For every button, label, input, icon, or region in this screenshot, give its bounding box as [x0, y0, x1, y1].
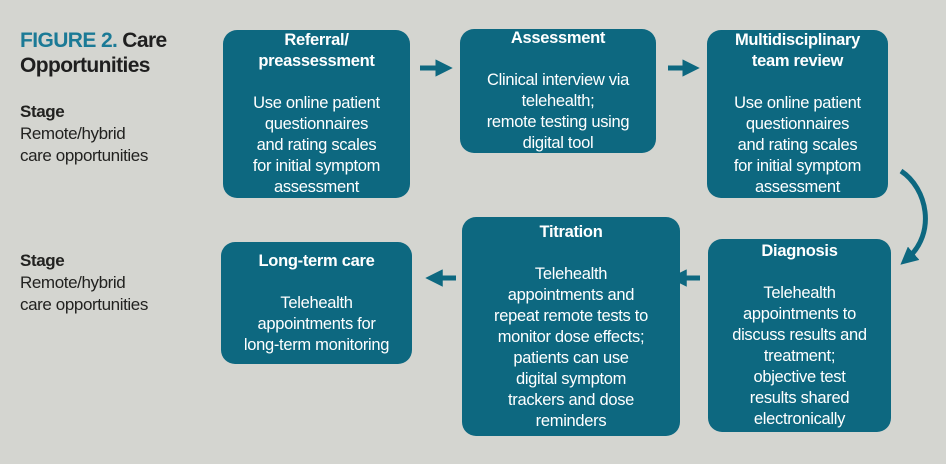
box-title: Multidisciplinary team review [734, 31, 861, 70]
curved-arrow-down-icon [899, 168, 928, 265]
stage-heading: Stage [20, 102, 65, 121]
flow-box-long-term-care: Long-term care Telehealth appointments f… [221, 242, 412, 364]
box-body: Clinical interview via telehealth; remot… [486, 71, 630, 152]
stage-description: Remote/hybrid care opportunities [20, 273, 148, 314]
box-body: Telehealth appointments to discuss resul… [732, 284, 867, 428]
stage-heading: Stage [20, 251, 65, 270]
stage-label-row2: Stage Remote/hybrid care opportunities [20, 250, 195, 316]
box-body: Use online patient questionnaires and ra… [733, 94, 862, 196]
box-title: Assessment [510, 29, 606, 47]
flow-box-titration: Titration Telehealth appointments and re… [462, 217, 680, 436]
box-title: Long-term care [258, 251, 375, 270]
box-title: Titration [539, 222, 603, 241]
box-body: Telehealth appointments and repeat remot… [494, 264, 648, 430]
box-body: Use online patient questionnaires and ra… [252, 94, 381, 196]
figure-label: FIGURE 2. [20, 29, 118, 52]
stage-description: Remote/hybrid care opportunities [20, 124, 148, 165]
stage-label-row1: Stage Remote/hybrid care opportunities [20, 101, 195, 167]
box-body: Telehealth appointments for long-term mo… [243, 293, 390, 354]
flow-box-referral-preassessment: Referral/ preassessment Use online patie… [223, 30, 410, 198]
flow-box-multidisciplinary-team-review: Multidisciplinary team review Use online… [707, 30, 888, 198]
box-title: Referral/ preassessment [258, 31, 375, 70]
flow-box-diagnosis: Diagnosis Telehealth appointments to dis… [708, 239, 891, 432]
figure-name: Care Opportunities [20, 29, 167, 77]
flow-box-assessment: Assessment Clinical interview via telehe… [460, 29, 656, 153]
figure-title: FIGURE 2.Care Opportunities [20, 28, 212, 78]
box-title: Diagnosis [761, 242, 838, 260]
